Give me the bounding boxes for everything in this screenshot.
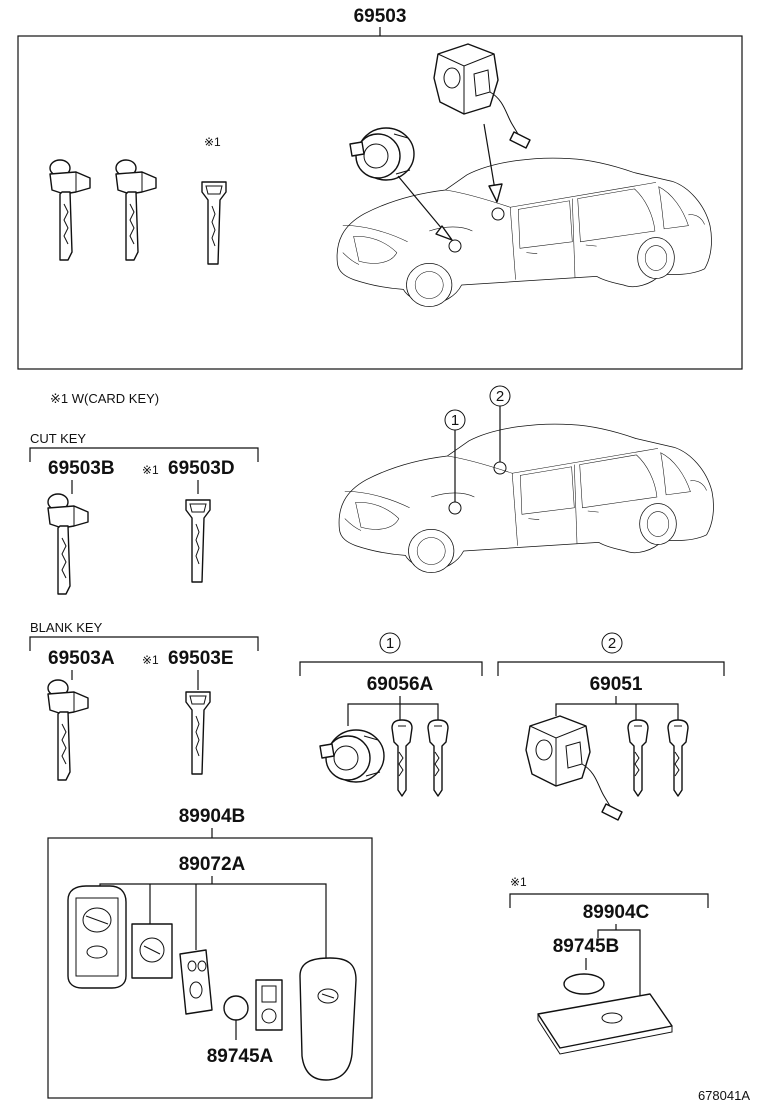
- callout-1-label: 1: [451, 412, 459, 429]
- card-key-marker-bottom: ※1: [510, 875, 527, 889]
- cut-key-bracket: [29, 447, 259, 462]
- door-set-key-1: [391, 719, 413, 797]
- card-key-body: [537, 993, 673, 1055]
- set-2-bracket: [497, 661, 725, 676]
- card-key-bracket: [509, 893, 709, 908]
- blank-key-mechanical: [47, 679, 89, 781]
- ignition-set-key-1: [627, 719, 649, 797]
- card-key-battery: [563, 973, 605, 995]
- smart-key-assembly-part: 89904B: [179, 806, 246, 827]
- figure-number: 678041A: [698, 1088, 750, 1103]
- assembly-part-number: 69503: [354, 6, 407, 27]
- card-key-marker-top: ※1: [204, 135, 221, 149]
- door-lock-point-top: [448, 239, 462, 253]
- card-key-emergency-top: [201, 181, 227, 265]
- master-key-2: [115, 159, 157, 261]
- door-lock-point: [448, 501, 462, 515]
- cut-key-part-b: 69503B: [48, 458, 115, 479]
- blank-key-part-e: 69503E: [168, 648, 234, 669]
- ignition-set-key-2: [667, 719, 689, 797]
- cut-key-mechanical: [47, 493, 89, 595]
- car-top: [336, 157, 712, 307]
- smart-key-cover: [299, 957, 357, 1081]
- transmitter-case: [67, 885, 127, 989]
- door-lock-set-part: 69056A: [367, 674, 434, 695]
- ignition-point-top: [491, 207, 505, 221]
- battery-holder: [255, 979, 283, 1031]
- smart-key-battery: [223, 995, 249, 1021]
- arrow-door: [397, 175, 449, 237]
- car-location: [338, 423, 714, 573]
- ignition-lock-cylinder: [525, 715, 623, 821]
- door-lock-cylinder: [319, 729, 385, 783]
- set-1-circle: [379, 632, 401, 654]
- cut-key-part-d: 69503D: [168, 458, 235, 479]
- blank-key-bracket: [29, 636, 259, 651]
- card-key-assembly-part: 89904C: [583, 902, 650, 923]
- assembly-frame: [17, 35, 743, 370]
- door-cylinder-top: [349, 127, 415, 181]
- set-1-label: 1: [386, 635, 394, 652]
- set-2-label: 2: [608, 635, 616, 652]
- transmitter-part: 89072A: [179, 854, 246, 875]
- ignition-point: [493, 461, 507, 475]
- blank-key-part-a: 69503A: [48, 648, 115, 669]
- smart-key-frame: [47, 837, 373, 1099]
- card-key-battery-part: 89745B: [553, 936, 620, 957]
- blank-key-marker: ※1: [142, 653, 159, 667]
- blank-key-title: BLANK KEY: [30, 620, 103, 635]
- cut-key-title: CUT KEY: [30, 431, 86, 446]
- door-set-key-2: [427, 719, 449, 797]
- key-plate: [131, 923, 173, 979]
- circuit-board: [179, 949, 213, 1015]
- arrow-ignition: [483, 123, 497, 197]
- ignition-set-part: 69051: [590, 674, 643, 695]
- blank-key-card-emergency: [185, 691, 211, 775]
- cut-key-card-emergency: [185, 499, 211, 583]
- callout-2-label: 2: [496, 388, 504, 405]
- set-2-circle: [601, 632, 623, 654]
- smart-key-battery-part: 89745A: [207, 1046, 274, 1067]
- card-key-note: ※1 W(CARD KEY): [50, 391, 159, 406]
- cut-key-marker: ※1: [142, 463, 159, 477]
- ignition-lock-top: [433, 43, 531, 149]
- master-key-1: [49, 159, 91, 261]
- set-1-bracket: [299, 661, 483, 676]
